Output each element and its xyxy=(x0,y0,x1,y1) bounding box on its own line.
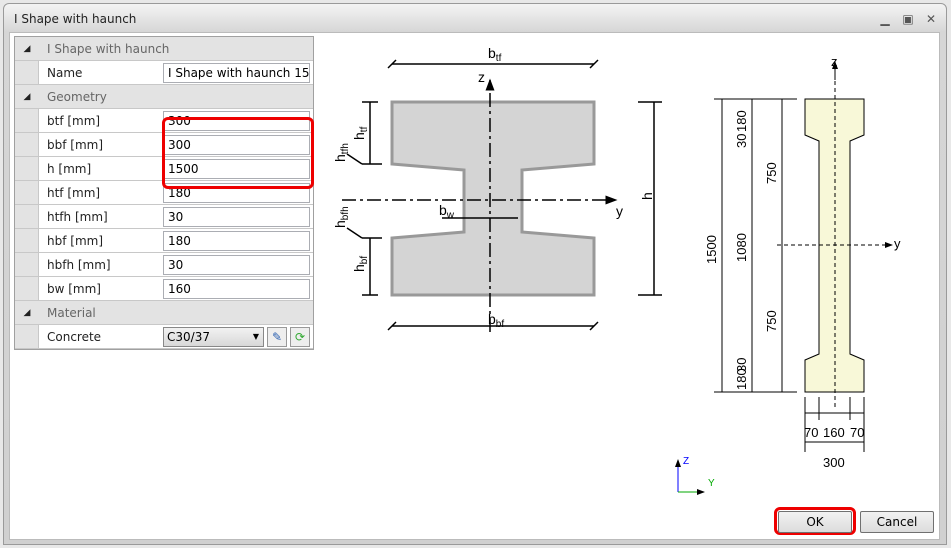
property-row: bbf [mm] xyxy=(15,133,313,157)
svg-text:180: 180 xyxy=(734,368,749,390)
category-geometry[interactable]: ◢ Geometry xyxy=(15,85,313,109)
ok-highlight xyxy=(774,507,856,535)
svg-text:y: y xyxy=(616,203,623,219)
property-row: htfh [mm] xyxy=(15,205,313,229)
collapse-icon[interactable]: ◢ xyxy=(15,85,39,108)
maximize-icon[interactable]: ▣ xyxy=(902,12,914,26)
highlight-box xyxy=(162,117,314,189)
property-label: hbfh [mm] xyxy=(47,258,111,272)
dialog-title: I Shape with haunch xyxy=(14,12,137,26)
svg-text:180: 180 xyxy=(734,110,749,132)
svg-text:70: 70 xyxy=(850,425,864,440)
svg-text:750: 750 xyxy=(764,310,779,332)
svg-text:htf: htf xyxy=(351,126,370,140)
property-input[interactable] xyxy=(163,207,310,227)
svg-text:btf: btf xyxy=(488,45,502,64)
svg-text:z: z xyxy=(831,54,838,69)
category-shape[interactable]: ◢ I Shape with haunch xyxy=(15,37,313,61)
svg-text:300: 300 xyxy=(823,455,845,470)
property-input[interactable] xyxy=(163,135,310,155)
section-shape xyxy=(804,98,865,393)
chevron-down-icon: ▼ xyxy=(252,332,259,341)
property-label: htfh [mm] xyxy=(47,210,108,224)
i-shape-scheme xyxy=(390,100,596,297)
category-material[interactable]: ◢ Material xyxy=(15,301,313,325)
svg-text:htfh: htfh xyxy=(332,143,351,162)
svg-text:Y: Y xyxy=(708,478,715,489)
dialog-content: ◢ I Shape with haunch Name ◢ Geometry btf … xyxy=(9,32,940,540)
svg-text:bbf: bbf xyxy=(488,311,504,330)
concrete-select[interactable]: C30/37 ▼ xyxy=(163,327,264,347)
property-row: hbfh [mm] xyxy=(15,253,313,277)
ok-button[interactable]: OK xyxy=(778,511,852,533)
property-label: bw [mm] xyxy=(47,282,101,296)
refresh-material-button[interactable]: ⟳ xyxy=(290,327,310,347)
category-label: I Shape with haunch xyxy=(47,42,170,56)
property-label: Concrete xyxy=(47,330,102,344)
svg-text:h: h xyxy=(639,192,655,200)
property-grid: ◢ I Shape with haunch Name ◢ Geometry btf … xyxy=(14,36,314,350)
svg-text:160: 160 xyxy=(823,425,845,440)
collapse-icon[interactable]: ◢ xyxy=(15,301,39,324)
concrete-value: C30/37 xyxy=(167,330,210,344)
shape-scheme: btf bbf bw z y h htf htfh hbfh hbf xyxy=(332,45,662,332)
property-row: hbf [mm] xyxy=(15,229,313,253)
category-label: Material xyxy=(47,306,96,320)
property-input[interactable] xyxy=(163,231,310,251)
property-label: h [mm] xyxy=(47,162,92,176)
svg-text:30: 30 xyxy=(734,134,749,148)
svg-text:30: 30 xyxy=(734,358,749,372)
svg-text:y: y xyxy=(894,236,901,251)
svg-text:bw: bw xyxy=(439,202,455,221)
property-label: btf [mm] xyxy=(47,114,101,128)
svg-text:hbf: hbf xyxy=(351,256,370,272)
svg-text:hbfh: hbfh xyxy=(332,206,351,228)
property-row-concrete: Concrete C30/37 ▼ ✎⟳ xyxy=(15,325,313,349)
category-label: Geometry xyxy=(47,90,107,104)
property-row: btf [mm] xyxy=(15,109,313,133)
dialog-window: I Shape with haunch ▁ ▣ ✕ ◢ I Shape with … xyxy=(3,3,947,545)
minimize-icon[interactable]: ▁ xyxy=(880,12,890,26)
svg-text:Z: Z xyxy=(683,456,689,467)
svg-text:70: 70 xyxy=(804,425,818,440)
property-input[interactable] xyxy=(163,159,310,179)
collapse-icon[interactable]: ◢ xyxy=(15,37,39,60)
svg-text:750: 750 xyxy=(764,162,779,184)
close-icon[interactable]: ✕ xyxy=(925,12,937,26)
svg-text:1500: 1500 xyxy=(704,235,719,264)
edit-material-button[interactable]: ✎ xyxy=(267,327,287,347)
cancel-button[interactable]: Cancel xyxy=(860,511,934,533)
property-row-name: Name xyxy=(15,61,313,85)
property-row: bw [mm] xyxy=(15,277,313,301)
property-input[interactable] xyxy=(163,255,310,275)
property-label: htf [mm] xyxy=(47,186,101,200)
property-input[interactable] xyxy=(163,111,310,131)
svg-text:z: z xyxy=(478,69,485,85)
property-label: Name xyxy=(47,66,83,80)
svg-text:1080: 1080 xyxy=(734,233,749,262)
axis-indicator: Z Y xyxy=(675,456,715,495)
property-input[interactable] xyxy=(163,279,310,299)
property-label: bbf [mm] xyxy=(47,138,104,152)
property-label: hbf [mm] xyxy=(47,234,104,248)
name-input[interactable] xyxy=(163,63,310,83)
